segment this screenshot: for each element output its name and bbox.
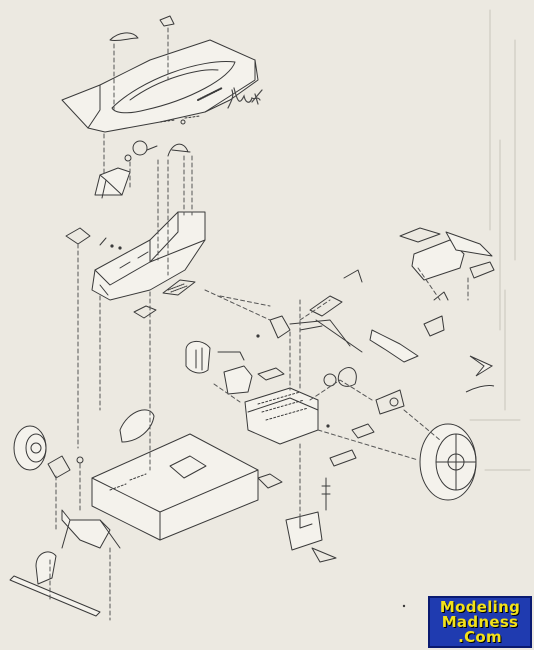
wing-mount-part [257,367,285,381]
roll-bar-part [167,143,191,157]
signature [227,87,263,109]
wheel-nut-part [375,389,405,415]
decal-arrow-shape [465,355,495,393]
watermark-line-3: .Com [458,627,502,646]
front-wheel-part [13,425,47,471]
loose-small-parts [110,244,406,608]
small-plate-part [133,305,157,319]
gearbox-part [285,511,323,551]
front-seat-part [94,167,131,199]
monocoque-tub-part [91,211,206,301]
front-suspension-arm-part [65,227,107,246]
assembly-guide-lines [49,27,469,621]
front-wing-endplate-part [35,551,57,585]
oil-cooler-part [329,423,375,467]
front-upright-part [47,455,84,479]
radiator-grille-part [162,279,196,296]
front-wing-part [9,575,101,617]
mirror-part [159,15,175,27]
engine-block-part [244,387,319,445]
steering-wheel-part [124,140,158,162]
windscreen-part [109,32,139,42]
dashboard-part [185,341,211,374]
rear-hub-part [369,315,445,363]
fuel-cell-part [223,365,253,395]
exhaust-part [321,477,331,511]
body-cowl-part [61,39,259,133]
paper-bleed-marks [469,9,531,471]
intake-part [323,367,357,387]
watermark-line-2: Madness [441,612,519,631]
rear-wing-part [399,227,495,301]
watermark-line-1: Modeling [439,597,521,616]
modelingmadness-watermark-logo: Modeling Madness .Com [428,596,532,648]
driveshaft-part [311,547,337,563]
gear-linkage-part [217,351,245,361]
upright-part [269,315,351,347]
rear-wheel-part [419,423,477,501]
undertray-plate-part [257,473,283,489]
rear-wishbone-part [309,269,363,353]
front-suspension-part [61,509,121,549]
seat-back-part [119,409,155,443]
lower-chassis-part [91,433,259,541]
